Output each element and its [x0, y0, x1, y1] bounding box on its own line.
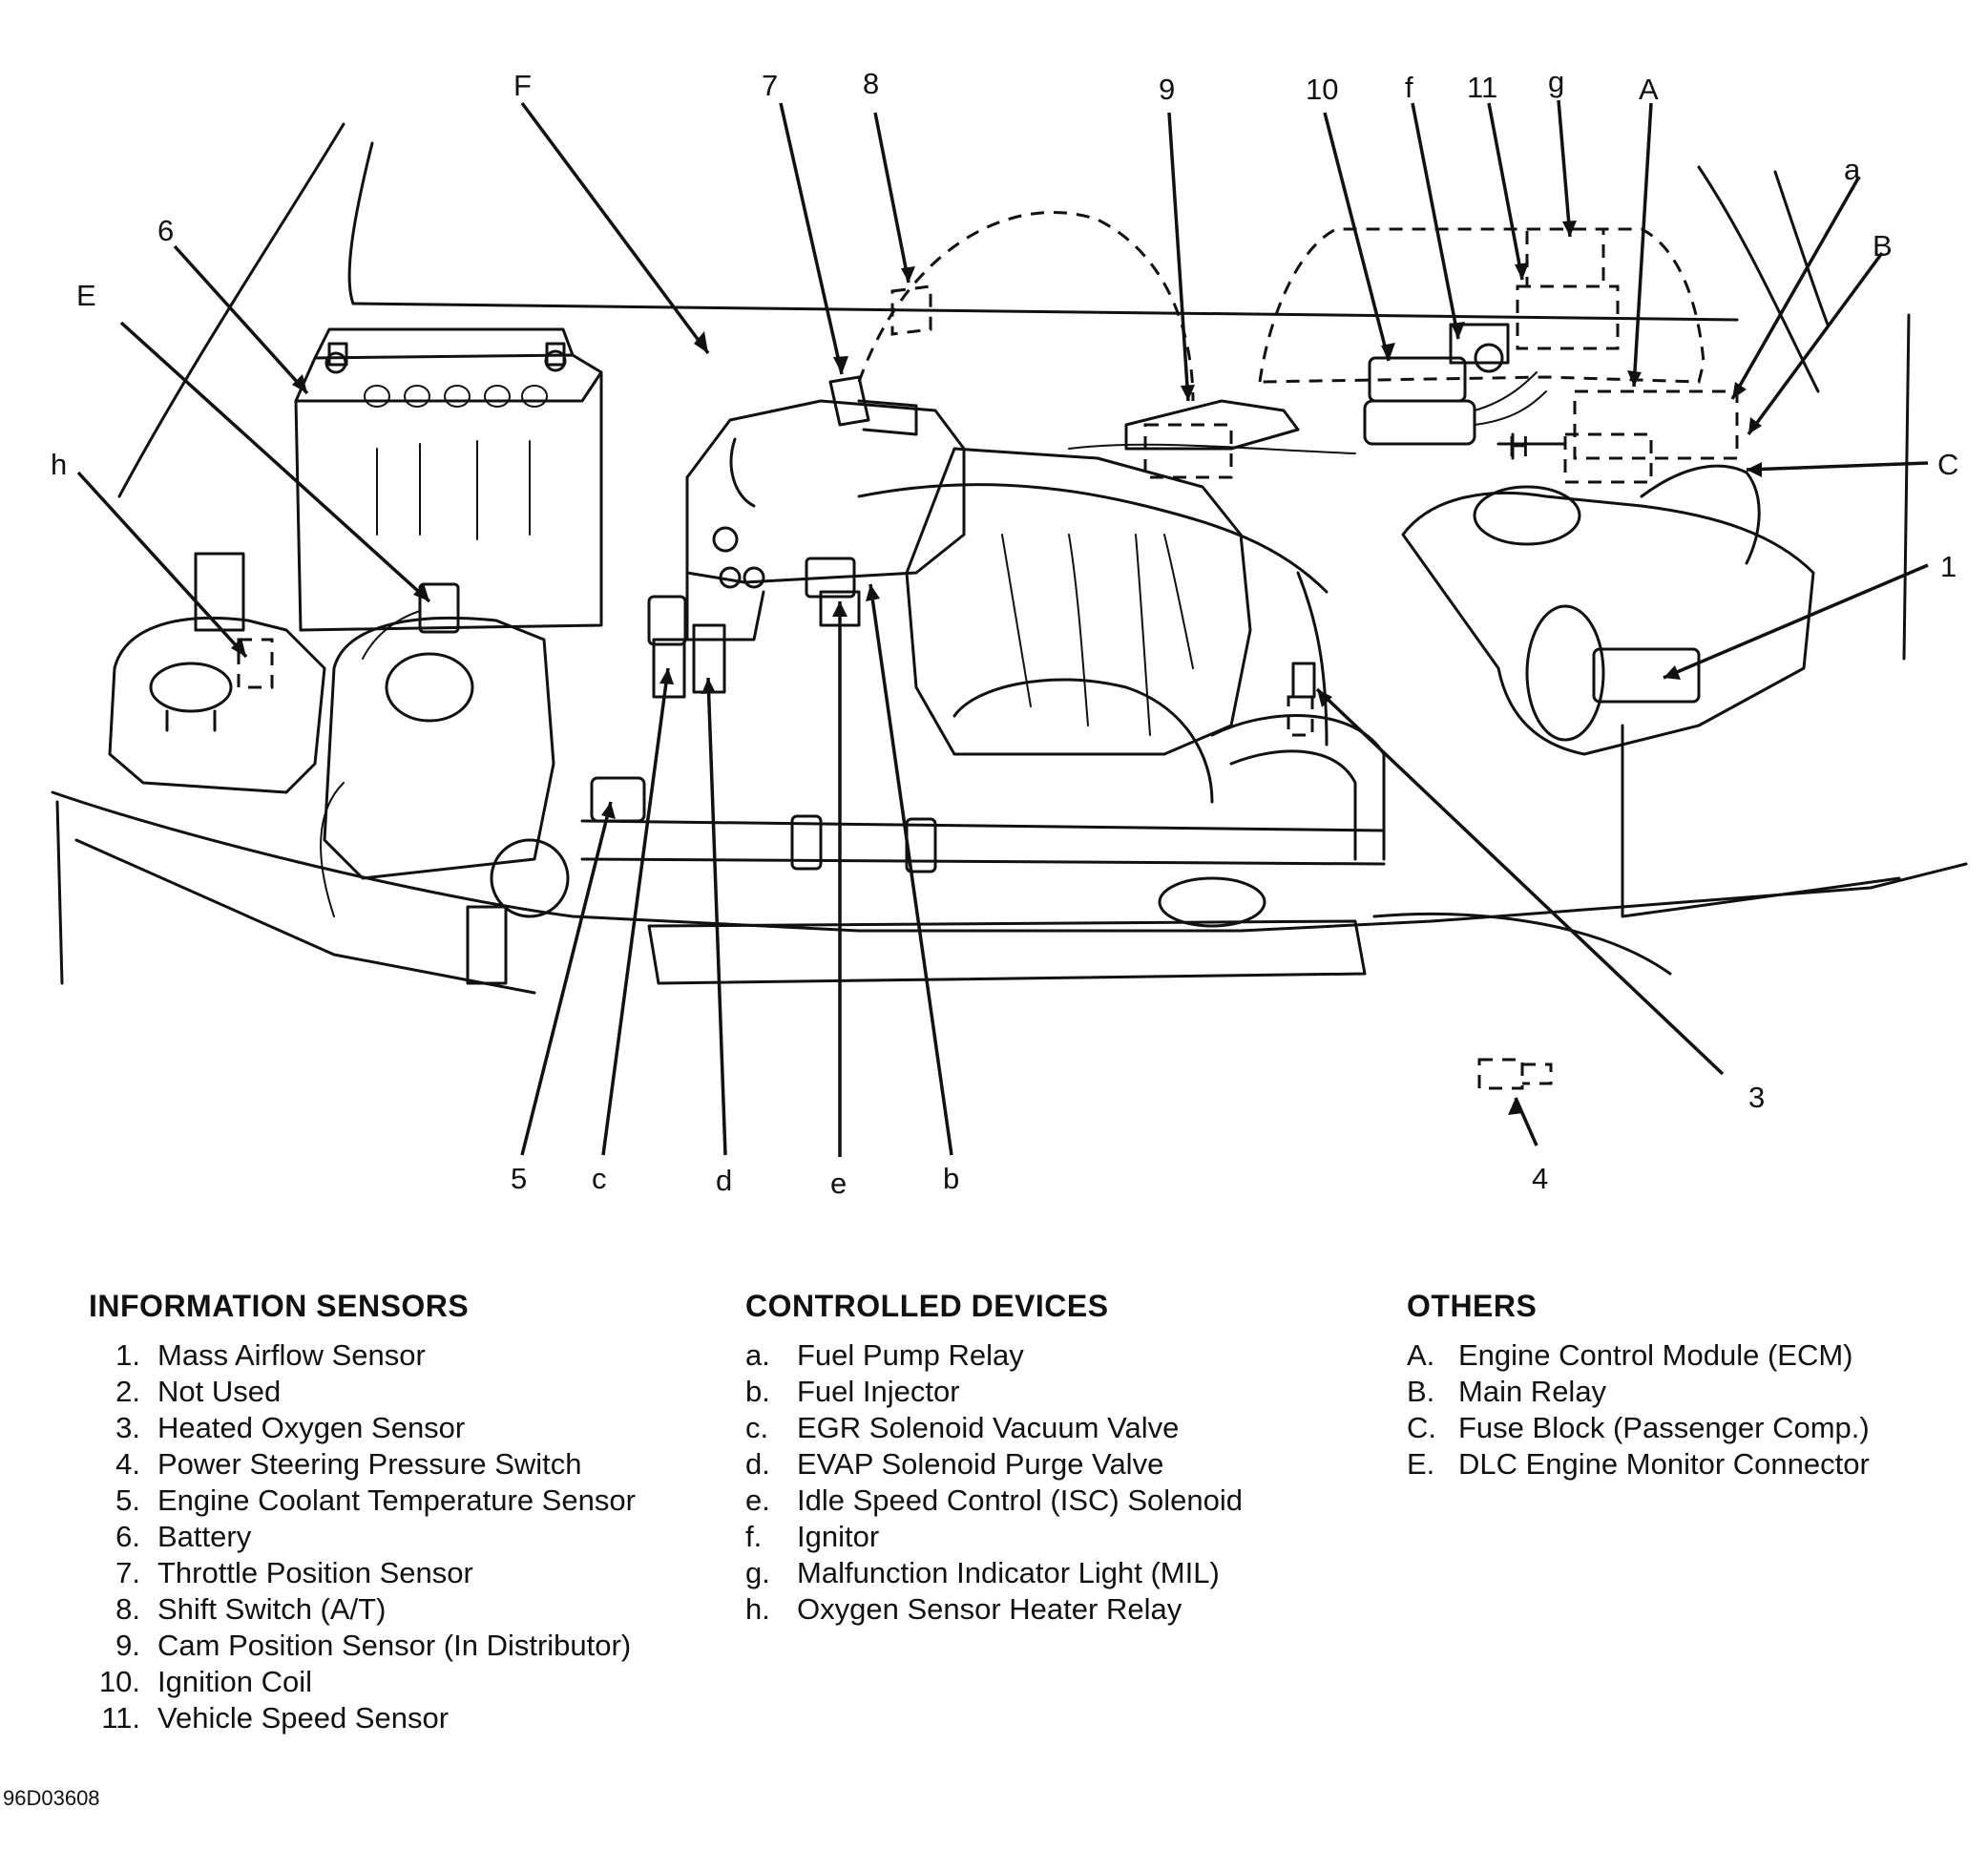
legend-item: E.DLC Engine Monitor Connector	[1407, 1447, 1870, 1481]
callout-6: 6	[157, 214, 174, 247]
legend-item: f.Ignitor	[745, 1520, 880, 1553]
left-solenoids	[466, 595, 726, 985]
callout-E: E	[76, 279, 96, 312]
coolant-hoses	[580, 571, 1386, 873]
legend-item: c.EGR Solenoid Vacuum Valve	[745, 1411, 1180, 1444]
legend-item: 2.Not Used	[115, 1375, 282, 1408]
coolant-reservoir	[108, 552, 326, 794]
legend-item: 5.Engine Coolant Temperature Sensor	[115, 1483, 636, 1517]
legend-controlled-devices: CONTROLLED DEVICES a.Fuel Pump Relay b.F…	[745, 1289, 1243, 1628]
washer-reservoir	[320, 617, 555, 917]
legend-item: 10.Ignition Coil	[98, 1665, 312, 1698]
callout-7: 7	[762, 69, 778, 102]
callout-10: 10	[1306, 73, 1338, 106]
transmission-housing-hidden	[857, 211, 1195, 402]
ps-pressure-switch-hidden	[1477, 1058, 1553, 1090]
legend-item: g.Malfunction Indicator Light (MIL)	[745, 1556, 1220, 1589]
callout-H: H	[1508, 430, 1529, 463]
legend-list-devices: a.Fuel Pump Relay b.Fuel Injector c.EGR …	[745, 1337, 1243, 1628]
legend-item: 9.Cam Position Sensor (In Distributor)	[115, 1629, 632, 1662]
legend-item: 8.Shift Switch (A/T)	[115, 1592, 387, 1626]
legend-item: e.Idle Speed Control (ISC) Solenoid	[745, 1483, 1243, 1517]
legend-item: 4.Power Steering Pressure Switch	[115, 1447, 582, 1481]
legend-title-devices: CONTROLLED DEVICES	[745, 1289, 1109, 1323]
callout-g: g	[1548, 65, 1564, 98]
callout-5: 5	[511, 1162, 527, 1195]
callout-f: f	[1405, 71, 1413, 104]
throttle-body-intake	[685, 375, 966, 642]
legend-list-sensors: 1.Mass Airflow Sensor 2.Not Used 3.Heate…	[89, 1337, 636, 1736]
engine-compartment-diagram: F 7 8 9 10 f 11 g A a B C 1 6 E h H 3 4 …	[51, 65, 1968, 1200]
callout-labels: F 7 8 9 10 f 11 g A a B C 1 6 E h H 3 4 …	[51, 65, 1958, 1200]
callout-c: c	[592, 1162, 607, 1195]
callout-B: B	[1873, 229, 1893, 263]
legend-item: B.Main Relay	[1407, 1375, 1607, 1408]
callout-4: 4	[1532, 1162, 1548, 1195]
callout-1: 1	[1940, 550, 1957, 583]
legend-item: d.EVAP Solenoid Purge Valve	[745, 1447, 1164, 1481]
radiator	[647, 876, 1672, 985]
intake-manifold	[857, 447, 1329, 804]
legend-list-others: A.Engine Control Module (ECM) B.Main Rel…	[1407, 1337, 1870, 1483]
callout-h: h	[51, 448, 67, 481]
legend-information-sensors: INFORMATION SENSORS 1.Mass Airflow Senso…	[89, 1289, 636, 1736]
legend-item: 7.Throttle Position Sensor	[115, 1556, 473, 1589]
legend-item: C.Fuse Block (Passenger Comp.)	[1407, 1411, 1870, 1444]
leader-arrowheads	[231, 221, 1762, 1115]
callout-b: b	[943, 1162, 959, 1195]
legend-title-sensors: INFORMATION SENSORS	[89, 1289, 470, 1323]
legend-item: 3.Heated Oxygen Sensor	[115, 1411, 466, 1444]
callout-F: F	[513, 69, 532, 102]
callout-C: C	[1937, 448, 1958, 481]
callout-9: 9	[1159, 73, 1175, 106]
legend-item: 11.Vehicle Speed Sensor	[101, 1701, 450, 1735]
legend-item: h.Oxygen Sensor Heater Relay	[745, 1592, 1182, 1626]
figure-id: 96D03608	[3, 1786, 100, 1810]
ignition-coil-assembly	[1363, 323, 1547, 446]
legend-item: A.Engine Control Module (ECM)	[1407, 1338, 1853, 1372]
callout-8: 8	[863, 67, 879, 100]
callout-a: a	[1844, 153, 1861, 186]
callout-11: 11	[1467, 71, 1497, 104]
legend-item: b.Fuel Injector	[745, 1375, 960, 1408]
legend-title-others: OTHERS	[1407, 1289, 1538, 1323]
distributor	[1068, 399, 1356, 479]
callout-e: e	[830, 1167, 847, 1200]
shift-switch-hidden	[890, 284, 932, 336]
callout-d: d	[716, 1164, 732, 1197]
oxygen-sensor	[1287, 662, 1316, 737]
legend-item: a.Fuel Pump Relay	[745, 1338, 1024, 1372]
air-intake-maf	[1401, 464, 1901, 918]
callout-A: A	[1639, 73, 1659, 106]
callout-3: 3	[1748, 1081, 1765, 1114]
legend-others: OTHERS A.Engine Control Module (ECM) B.M…	[1407, 1289, 1870, 1483]
battery	[294, 327, 603, 632]
ecm-hidden-outline	[1258, 227, 1739, 484]
dlc-connector	[362, 582, 460, 660]
legend-item: 6.Battery	[115, 1520, 252, 1553]
leader-lines	[76, 99, 1929, 1157]
legend-item: 1.Mass Airflow Sensor	[115, 1338, 426, 1372]
